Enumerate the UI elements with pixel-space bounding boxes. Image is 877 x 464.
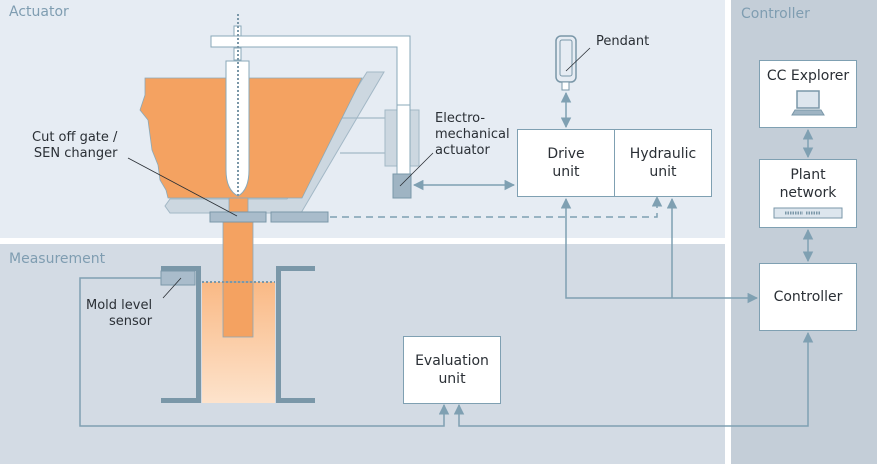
cc-explorer-label: CC Explorer (766, 68, 850, 84)
cutoff-gate-plate-right (270, 211, 329, 223)
mold-level-sensor-block (160, 270, 196, 286)
sensor-evaluation-link (79, 277, 450, 427)
drive-controller-link (560, 197, 759, 304)
drive-unit-label: Drive unit (547, 146, 585, 180)
hydraulic-unit-label: Hydraulic unit (629, 146, 697, 180)
stopper-rod (225, 14, 250, 215)
laptop-icon (791, 90, 825, 116)
sen-in-mold (222, 281, 254, 338)
tundish-steel (139, 77, 363, 199)
controller-evaluation-link (453, 331, 814, 427)
controller-label: Controller (773, 289, 843, 305)
drive-unit-box[interactable]: Drive unit (517, 129, 615, 197)
hydraulic-signal-dashed (330, 195, 663, 218)
stopper-frame (210, 35, 420, 176)
pendant-icon (555, 35, 591, 91)
zone-label-controller: Controller (741, 6, 810, 22)
evaluation-unit-box[interactable]: Evaluation unit (403, 336, 501, 404)
evaluation-unit-label: Evaluation unit (415, 353, 489, 387)
plant-network-label: Plant network (779, 167, 837, 201)
tundish-frame (164, 71, 385, 214)
zone-label-actuator: Actuator (9, 4, 69, 20)
label-electromechanical-actuator: Electro- mechanical actuator (435, 111, 510, 158)
label-mold-level-sensor: Mold level sensor (86, 298, 153, 329)
mold (160, 266, 315, 403)
cutoff-gate-plate-left (209, 211, 267, 223)
hydraulic-unit-box[interactable]: Hydraulic unit (614, 129, 712, 197)
plant-network-box[interactable]: Plant network (759, 159, 857, 228)
label-cutoff-gate: Cut off gate / SEN changer (32, 130, 118, 161)
label-pendant: Pendant (596, 34, 650, 49)
network-switch-icon (773, 207, 843, 219)
controller-box[interactable]: Controller (759, 263, 857, 331)
cc-explorer-box[interactable]: CC Explorer (759, 60, 857, 128)
zone-label-measurement: Measurement (9, 251, 106, 267)
